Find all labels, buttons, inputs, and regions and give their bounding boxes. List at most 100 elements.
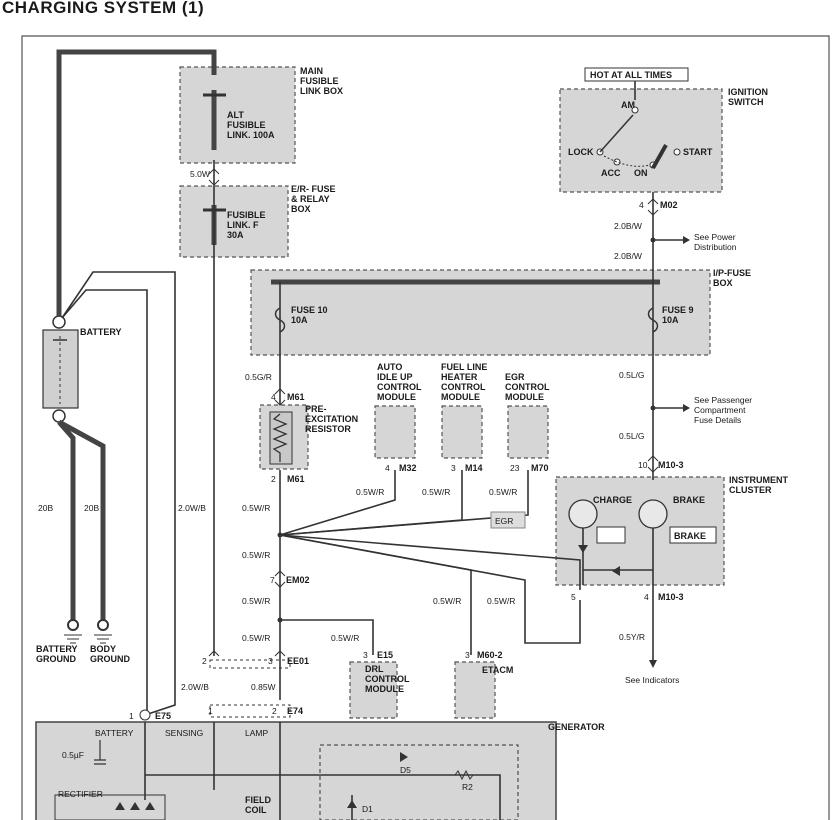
egr-tag: EGR — [495, 516, 513, 526]
fuse-9-symbol — [647, 307, 659, 333]
pin-label: 3 — [363, 650, 368, 660]
gen-d5-label: D5 — [400, 765, 411, 775]
fuse-10-symbol — [274, 307, 286, 333]
ignition-acc: ACC — [601, 168, 621, 178]
pin-label: 4 — [644, 592, 649, 602]
pin-label: 4 — [639, 200, 644, 210]
ignition-start: START — [683, 147, 713, 157]
rectifier-box — [54, 794, 166, 820]
wire-to-m14 — [279, 470, 463, 536]
egr-tag-box — [490, 511, 526, 529]
ignition-on: ON — [634, 168, 648, 178]
ignition-switch-box — [559, 88, 723, 193]
main-fusible-link-box — [179, 66, 296, 164]
wire-label: 0.5W/R — [433, 596, 461, 606]
wire-label: 0.5W/R — [242, 550, 270, 560]
pin-label: 10 — [638, 460, 648, 470]
gen-d1-label: D1 — [362, 804, 373, 814]
battery-label: BATTERY — [80, 327, 122, 337]
wire-label: 0.5L/G — [619, 431, 645, 441]
capacitor-symbol — [94, 740, 106, 765]
egr-control-module — [507, 405, 549, 459]
gen-lamp-terminal: LAMP — [245, 728, 268, 738]
wire-label: 2.0B/W — [614, 251, 642, 261]
wire-label: 2.0W/B — [181, 682, 209, 692]
battery-main-cable — [56, 49, 217, 316]
charge-label: CHARGE — [593, 495, 632, 505]
wire-to-m32 — [279, 470, 396, 536]
wire-label: 0.5W/R — [422, 487, 450, 497]
wire-label: 0.5W/R — [331, 633, 359, 643]
gen-r2-label: R2 — [462, 782, 473, 792]
see-indicators: See Indicators — [625, 675, 679, 685]
diagram-frame — [21, 35, 830, 820]
ignition-contact-arm — [651, 144, 668, 169]
pin-label: 5 — [571, 592, 576, 602]
wire-to-cluster — [279, 534, 581, 590]
pin-label: 3 — [465, 650, 470, 660]
pin-label: 2 — [271, 474, 276, 484]
connector-label: EM02 — [286, 575, 310, 585]
hot-at-all-times-label-box — [584, 67, 689, 82]
wire-label: 0.5G/R — [245, 372, 272, 382]
wire-label: 2.0W/B — [178, 503, 206, 513]
gen-battery-terminal: BATTERY — [95, 728, 134, 738]
brake-lamp — [638, 499, 668, 529]
connector-label: M02 — [660, 200, 678, 210]
wire-label: 0.5W/R — [242, 596, 270, 606]
connector-label: E15 — [377, 650, 393, 660]
wire-label: 0.5L/G — [619, 370, 645, 380]
brake-tag: BRAKE — [674, 531, 706, 541]
wire-label: 0.5Y/R — [619, 632, 645, 642]
cluster-battery-icon — [596, 526, 626, 544]
connector-label: M61 — [287, 392, 305, 402]
connector-label: M60-2 — [477, 650, 503, 660]
pin-label: 23 — [510, 463, 520, 473]
pin-label: 1 — [129, 711, 134, 721]
wire-label: 0.5W/R — [356, 487, 384, 497]
generator-box — [35, 721, 557, 820]
auto-idle-up-module — [374, 405, 416, 459]
pin-label: 3 — [451, 463, 456, 473]
connector-label: M61 — [287, 474, 305, 484]
regulator-box — [319, 744, 519, 820]
connector-label: M14 — [465, 463, 483, 473]
wire-to-m70 — [279, 470, 529, 536]
gen-rectifier-label: RECTIFIER — [58, 789, 103, 799]
pin-label: 4 — [385, 463, 390, 473]
resistor-symbol — [272, 413, 288, 462]
connector-label: E74 — [287, 706, 303, 716]
etacm-module — [454, 661, 496, 719]
er-fuse-relay-box — [179, 185, 289, 258]
battery-ground-symbol — [64, 619, 82, 644]
wire-label: 0.85W — [251, 682, 276, 692]
wire-label: 5.0W — [190, 169, 210, 179]
wire-to-cluster-loop — [279, 534, 581, 644]
connector-label: M10-3 — [658, 460, 684, 470]
etacm-label: ETACM — [482, 665, 513, 675]
connector-label: M10-3 — [658, 592, 684, 602]
wire-label: 0.5W/R — [487, 596, 515, 606]
wire-label: 2.0B/W — [614, 221, 642, 231]
gen-capacitor-label: 0.5µF — [62, 750, 84, 760]
generator-label: GENERATOR — [548, 722, 605, 732]
wire-label: 0.5W/R — [242, 503, 270, 513]
connector-label: M32 — [399, 463, 417, 473]
gen-sensing-terminal: SENSING — [165, 728, 203, 738]
pin-label: 4 — [271, 392, 276, 402]
